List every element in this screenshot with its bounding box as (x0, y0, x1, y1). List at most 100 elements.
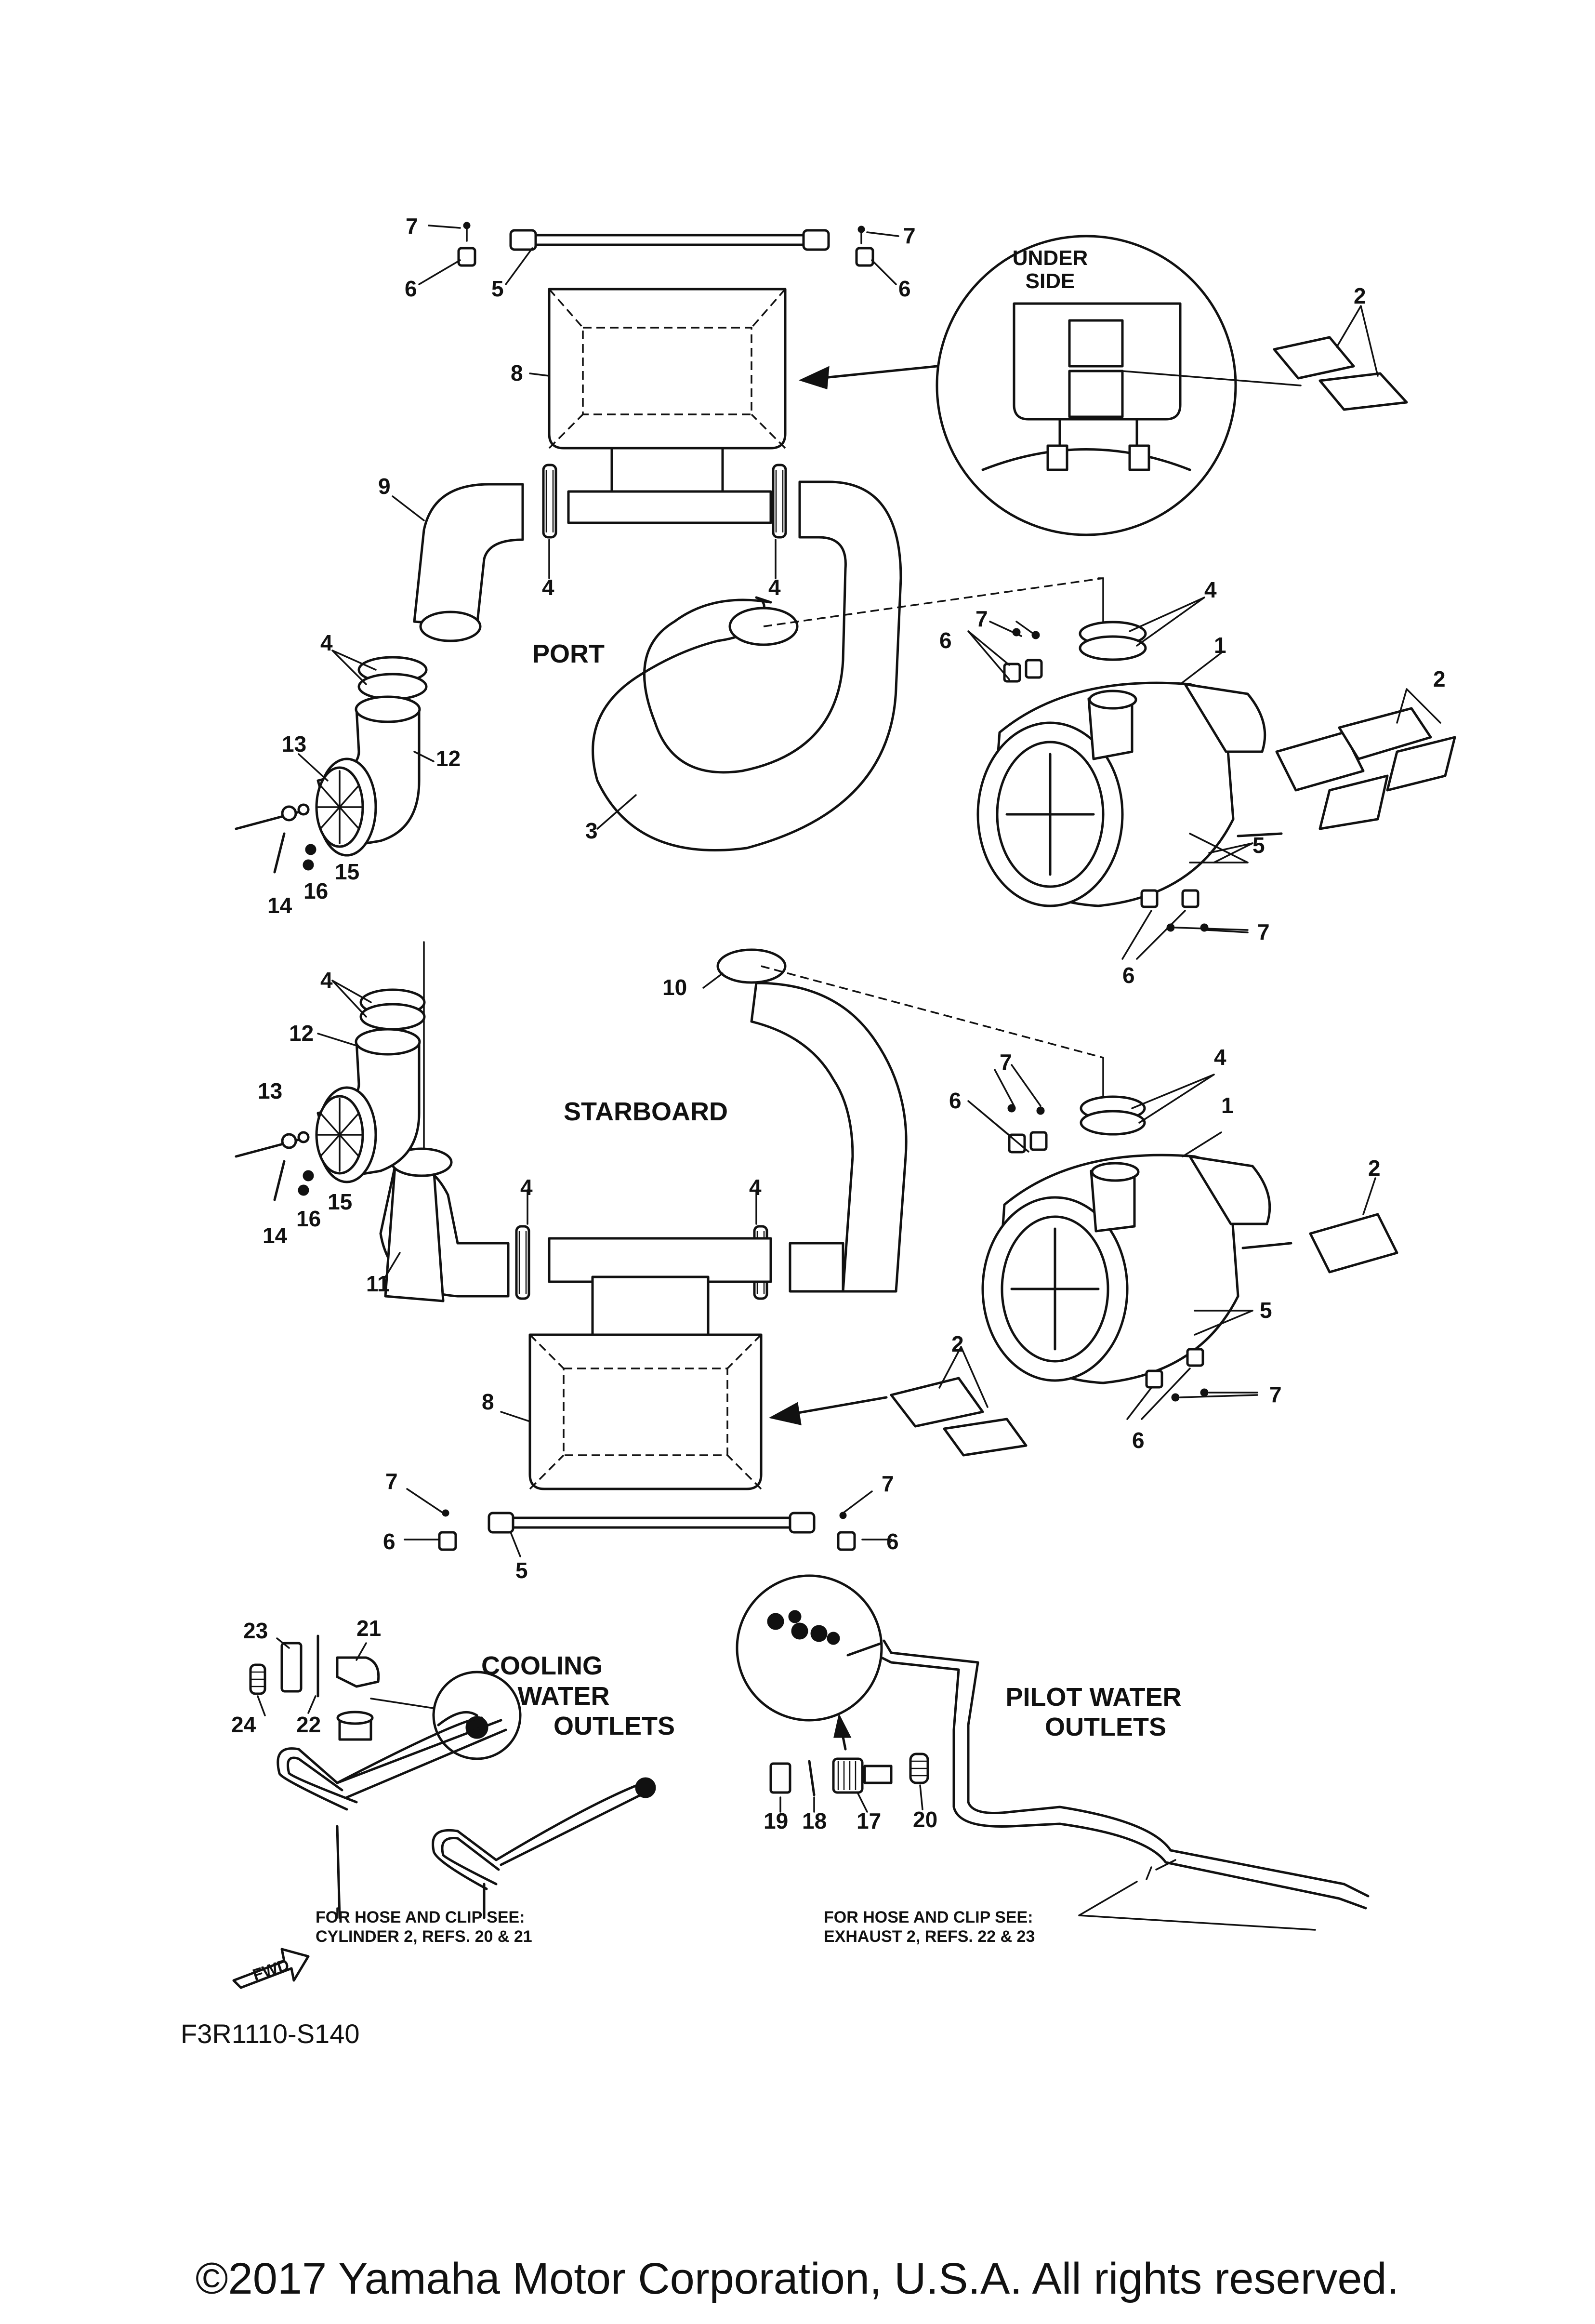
callout-leaders (257, 225, 1316, 1931)
callout-18: 18 (802, 1808, 827, 1833)
callout-6: 6 (405, 276, 417, 301)
callout-6: 6 (886, 1529, 899, 1554)
callout-7: 7 (406, 213, 418, 239)
callout-17: 17 (857, 1808, 881, 1833)
callout-21: 21 (356, 1616, 381, 1641)
callout-7: 7 (385, 1469, 398, 1494)
pilot-detail-circle (736, 1574, 883, 1751)
callout-13: 13 (282, 731, 306, 757)
starboard-cap-13 (315, 1086, 377, 1183)
hose-11 (379, 1147, 510, 1302)
hose-9 (413, 483, 524, 642)
callout-6: 6 (898, 276, 911, 301)
port-cap-13 (315, 757, 377, 857)
callout-5: 5 (1260, 1298, 1272, 1323)
top-clips (457, 222, 874, 267)
callout-9: 9 (378, 474, 391, 499)
cooling-line2: WATER (518, 1682, 610, 1711)
hose-10 (716, 948, 908, 1293)
callout-2: 2 (1368, 1155, 1381, 1181)
port-bolts (235, 803, 316, 874)
callout-4: 4 (320, 968, 333, 993)
callout-12: 12 (436, 746, 461, 771)
callout-10: 10 (662, 975, 687, 1000)
under-side-pads (1273, 305, 1408, 411)
under-side-line1: UNDER (1013, 246, 1088, 270)
callout-4: 4 (542, 575, 554, 600)
cooling-detail-circle (370, 1671, 522, 1760)
port-muffler-clips (1003, 628, 1249, 933)
clamp-strips-port (542, 464, 787, 539)
starboard-label: STARBOARD (564, 1097, 728, 1126)
bottom-clips (438, 1509, 856, 1551)
port-pads-2 (1237, 688, 1456, 837)
pilot-parts (769, 1753, 929, 1796)
callout-20: 20 (913, 1807, 937, 1832)
bottom-pads-2 (890, 1346, 1028, 1457)
figure-code: F3R1110-S140 (181, 2019, 360, 2049)
port-clamp-4-right (1079, 621, 1147, 661)
leader-hose3b (1097, 577, 1104, 627)
callout-5: 5 (491, 276, 504, 301)
callout-3: 3 (585, 818, 598, 843)
callout-7: 7 (1269, 1382, 1282, 1407)
callout-numbers: 7 7 6 6 5 8 2 9 4 4 4 13 12 14 16 15 3 4… (231, 213, 1446, 1833)
callout-14: 14 (267, 893, 292, 918)
starboard-bolts (235, 1131, 314, 1201)
bottom-air-box (528, 1237, 772, 1490)
bottom-arrow (768, 1396, 888, 1425)
callout-16: 16 (296, 1206, 321, 1231)
callout-14: 14 (263, 1223, 288, 1248)
hose-3 (592, 480, 902, 851)
cooling-hoses (277, 1716, 656, 1919)
callout-15: 15 (335, 859, 359, 884)
callout-11: 11 (366, 1271, 390, 1296)
callout-5: 5 (515, 1558, 528, 1583)
callout-4: 4 (520, 1175, 533, 1200)
port-muffler (976, 681, 1266, 907)
port-clamps (357, 656, 428, 701)
pilot-line1: PILOT WATER (1006, 1683, 1182, 1712)
cooling-line1: COOLING (481, 1651, 603, 1680)
callout-2: 2 (951, 1331, 964, 1356)
top-air-box (548, 288, 787, 524)
callout-6: 6 (383, 1529, 395, 1554)
starboard-clamps (359, 988, 426, 1031)
callout-24: 24 (231, 1712, 256, 1737)
cooling-outlet-parts (249, 1634, 380, 1741)
callout-6: 6 (1132, 1428, 1145, 1453)
callout-4: 4 (320, 630, 333, 655)
fwd-label: FWD (250, 1955, 291, 1984)
fwd-arrow: FWD (232, 1948, 310, 1989)
starboard-pad-2 (1241, 1177, 1398, 1274)
callout-7: 7 (882, 1471, 894, 1496)
bottom-strap (488, 1512, 816, 1534)
callout-6: 6 (949, 1088, 962, 1113)
callout-8: 8 (511, 360, 523, 385)
leader-hose3 (763, 577, 1104, 627)
callout-4: 4 (749, 1175, 762, 1200)
starboard-clamp-4-right (1080, 1095, 1146, 1136)
callout-22: 22 (296, 1712, 321, 1737)
callout-5: 5 (1252, 833, 1265, 858)
callout-15: 15 (328, 1189, 352, 1214)
detail-arrow (798, 365, 938, 389)
callout-7: 7 (975, 606, 988, 631)
under-side-line2: SIDE (1026, 269, 1075, 293)
starboard-muffler (981, 1154, 1271, 1384)
callout-8: 8 (482, 1389, 494, 1414)
pilot-line2: OUTLETS (1045, 1713, 1166, 1741)
callout-7: 7 (1000, 1049, 1012, 1075)
callout-4: 4 (768, 575, 781, 600)
callout-6: 6 (939, 628, 952, 653)
callout-4: 4 (1214, 1045, 1226, 1070)
port-label: PORT (532, 639, 605, 668)
note-right-line2: EXHAUST 2, REFS. 22 & 23 (824, 1927, 1035, 1946)
top-strap (509, 229, 830, 251)
cooling-line3: OUTLETS (554, 1712, 675, 1740)
callout-23: 23 (243, 1618, 268, 1643)
callout-16: 16 (303, 878, 328, 903)
callout-1: 1 (1214, 633, 1226, 658)
callout-2: 2 (1433, 666, 1446, 691)
